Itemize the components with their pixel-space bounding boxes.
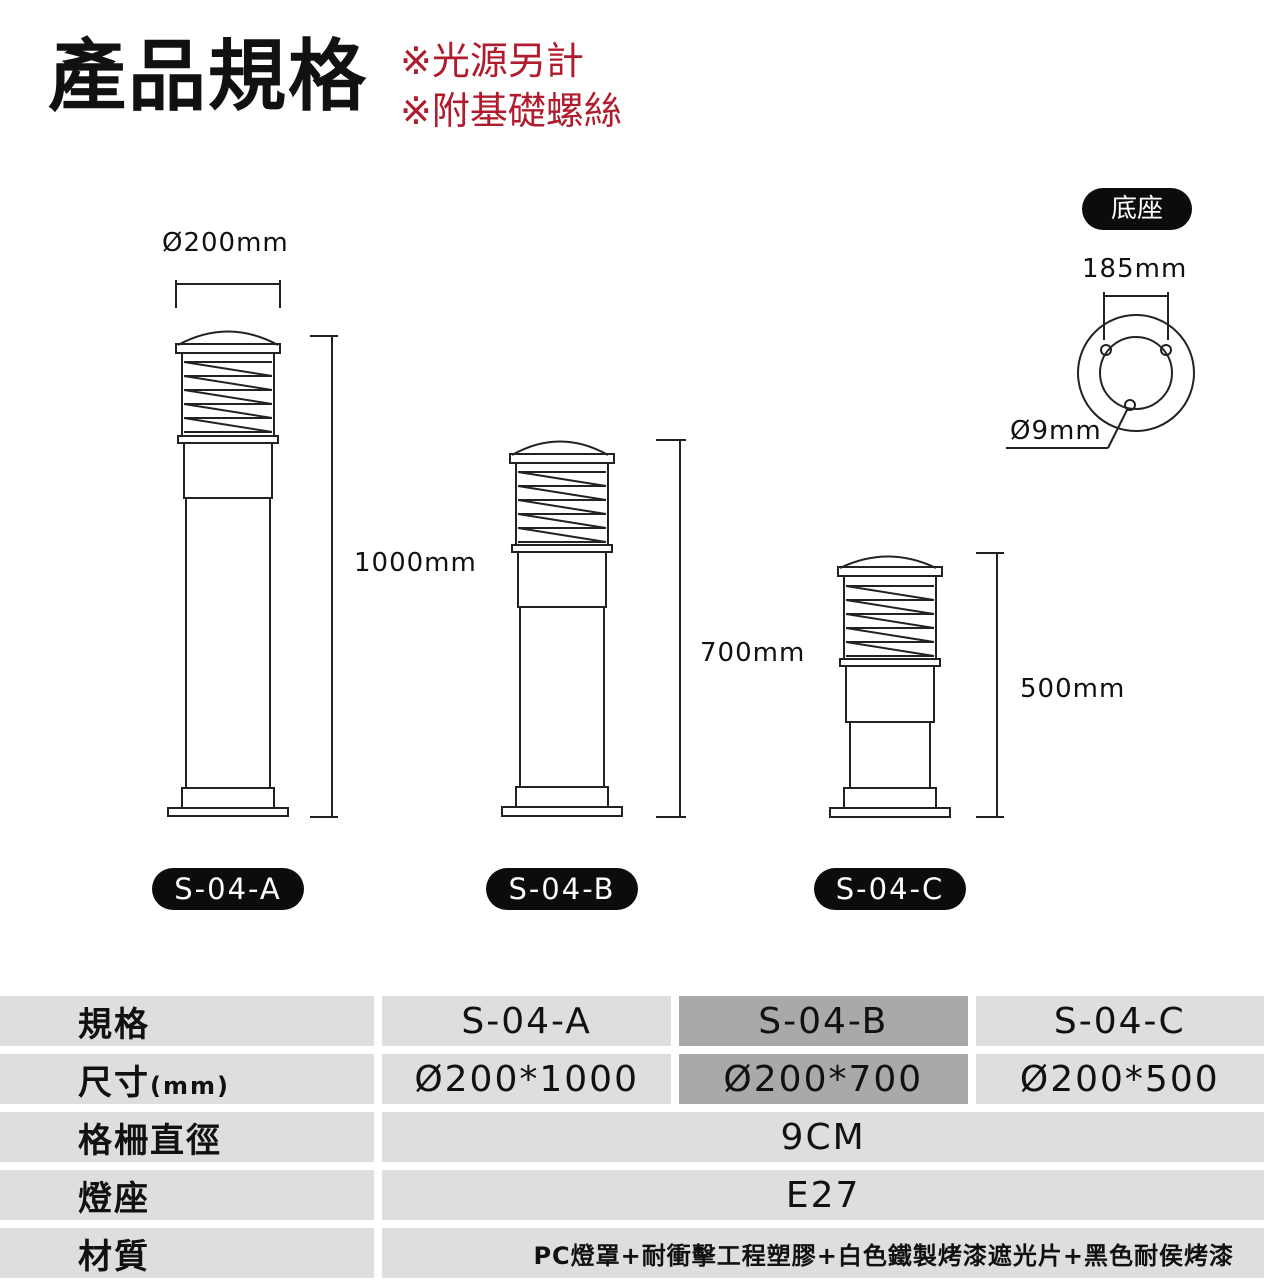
spec-table: 規格 S-04-A S-04-B S-04-C 尺寸(mm) Ø200*1000… (0, 988, 1272, 1286)
table-row: 燈座 E27 (0, 1170, 1264, 1220)
table-row: 尺寸(mm) Ø200*1000 Ø200*700 Ø200*500 (0, 1054, 1264, 1104)
model-badge-c: S-04-C (814, 868, 966, 910)
base-span-label: 185mm (1082, 254, 1188, 284)
base-badge: 底座 (1082, 188, 1192, 230)
note-screws: ※附基礎螺絲 (400, 89, 622, 133)
cell-model-b: S-04-B (679, 996, 968, 1046)
cell-size-a: Ø200*1000 (382, 1054, 672, 1104)
bollard-lamp-b (501, 440, 623, 817)
height-label-c: 500mm (1020, 674, 1126, 704)
note-light-source: ※光源另計 (400, 39, 584, 83)
cell-size-c: Ø200*500 (975, 1054, 1264, 1104)
height-label-a: 1000mm (354, 548, 477, 578)
model-badge-b: S-04-B (486, 868, 638, 910)
row-label-grille: 格柵直徑 (0, 1112, 375, 1162)
cell-grille-value: 9CM (382, 1112, 1264, 1162)
table-row: 格柵直徑 9CM (0, 1112, 1264, 1162)
cell-socket-value: E27 (382, 1170, 1264, 1220)
bollard-lamp-c (829, 555, 951, 818)
height-label-b: 700mm (700, 638, 806, 668)
table-row: 規格 S-04-A S-04-B S-04-C (0, 996, 1264, 1046)
base-diagram (1006, 292, 1195, 449)
cell-model-a: S-04-A (382, 996, 672, 1046)
cell-material-value: PC燈罩+耐衝擊工程塑膠+白色鐵製烤漆遮光片+黑色耐侯烤漆 (382, 1228, 1264, 1278)
size-unit: (mm) (150, 1071, 230, 1100)
bollard-lamp-a (167, 330, 289, 817)
diameter-label: Ø200mm (162, 228, 289, 258)
base-hole-label: Ø9mm (1010, 416, 1102, 446)
model-badge-a: S-04-A (152, 868, 304, 910)
row-label-spec: 規格 (0, 996, 375, 1046)
table-row: 材質 PC燈罩+耐衝擊工程塑膠+白色鐵製烤漆遮光片+黑色耐侯烤漆 (0, 1228, 1264, 1278)
bollard-diagram (167, 280, 1195, 818)
row-label-material: 材質 (0, 1228, 375, 1278)
row-label-socket: 燈座 (0, 1170, 375, 1220)
cell-model-c: S-04-C (975, 996, 1264, 1046)
cell-size-b: Ø200*700 (679, 1054, 968, 1104)
row-label-size: 尺寸(mm) (0, 1054, 375, 1104)
page-title: 產品規格 (48, 32, 369, 122)
